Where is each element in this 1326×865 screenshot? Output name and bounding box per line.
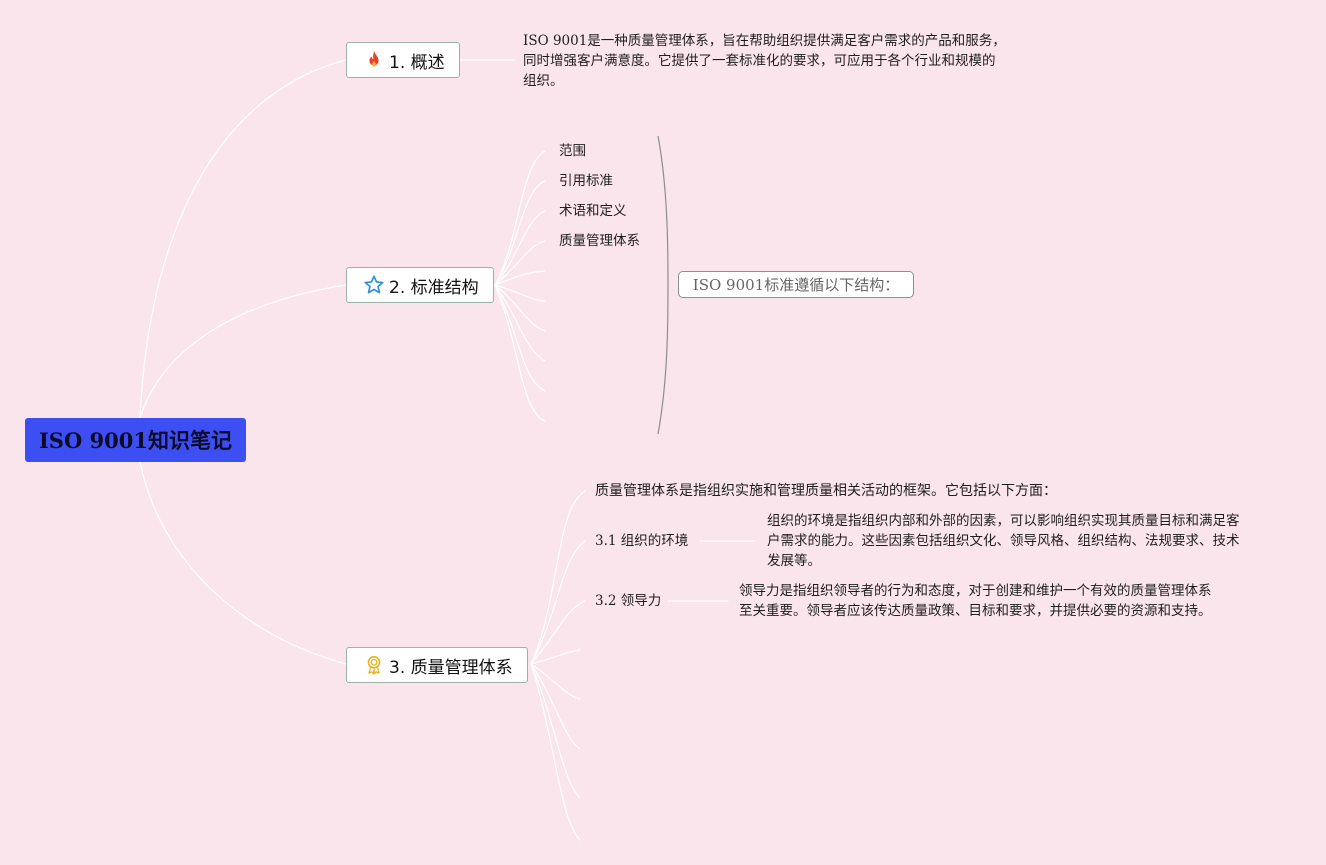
structure-item-scope[interactable]: 范围 [559,143,586,159]
connector-qms-8 [530,663,581,841]
topic-qms[interactable]: 3. 质量管理体系 [346,647,528,683]
connector-structure-9 [494,284,546,392]
qms-subtopic-environment-detail[interactable]: 组织的环境是指组织内部和外部的因素，可以影响组织实现其质量目标和满足客 户需求的… [767,511,1240,571]
star-icon [363,274,385,296]
connector-structure-2 [494,180,546,286]
qms-subtopic-leadership-detail[interactable]: 领导力是指组织领导者的行为和态度，对于创建和维护一个有效的质量管理体系 至关重要… [739,581,1212,621]
structure-item-terms[interactable]: 术语和定义 [559,203,627,219]
detail-line: 领导力是指组织领导者的行为和态度，对于创建和维护一个有效的质量管理体系 [739,583,1212,599]
topic-qms-label: 3. 质量管理体系 [389,657,513,678]
topic-structure-label: 2. 标准结构 [389,277,479,298]
qms-subtopic-environment-label: 3.1 组织的环境 [595,533,689,549]
topic-overview-label: 1. 概述 [389,52,445,73]
structure-item-references[interactable]: 引用标准 [559,173,613,189]
connector-structure-10 [494,284,546,422]
topic-overview[interactable]: 1. 概述 [346,42,460,78]
connector-qms-4 [530,649,581,665]
fire-icon [363,49,385,71]
detail-line: 户需求的能力。这些因素包括组织文化、领导风格、组织结构、法规要求、技术 [767,533,1240,549]
summary-bracket [657,135,669,435]
award-ribbon-icon [363,654,385,676]
structure-summary-label: ISO 9001标准遵循以下结构： [692,276,900,294]
connector-qms-7 [530,663,581,799]
connector-structure-3 [494,210,546,286]
overview-line: 组织。 [523,73,564,89]
connector-root-structure [139,284,347,419]
detail-line: 发展等。 [767,553,821,569]
connector-root-qms [139,461,347,665]
connector-qms-6 [530,663,581,750]
overview-text[interactable]: ISO 9001是一种质量管理体系，旨在帮助组织提供满足客户需求的产品和服务， … [523,31,1006,91]
connector-structure-5 [494,270,546,286]
qms-subtopic-leadership-label: 3.2 领导力 [595,593,662,609]
connector-structure-1 [494,150,546,286]
structure-item-qms[interactable]: 质量管理体系 [559,233,640,249]
structure-summary[interactable]: ISO 9001标准遵循以下结构： [678,271,914,298]
root-topic-label: ISO 9001知识笔记 [38,428,233,453]
connector-qms-3 [530,600,586,665]
overview-line: 同时增强客户满意度。它提供了一套标准化的要求，可应用于各个行业和规模的 [523,53,996,69]
connector-structure-4 [494,240,546,286]
connector-qms-5 [530,663,581,700]
qms-subtopic-environment[interactable]: 3.1 组织的环境 [595,531,688,551]
root-topic[interactable]: ISO 9001知识笔记 [25,418,246,462]
qms-intro[interactable]: 质量管理体系是指组织实施和管理质量相关活动的框架。它包括以下方面： [595,483,1057,499]
overview-line: ISO 9001是一种质量管理体系，旨在帮助组织提供满足客户需求的产品和服务， [523,33,1006,49]
detail-line: 组织的环境是指组织内部和外部的因素，可以影响组织实现其质量目标和满足客 [767,513,1240,529]
qms-subtopic-leadership[interactable]: 3.2 领导力 [595,591,661,611]
connector-structure-7 [494,284,546,332]
connector-structure-6 [494,284,546,302]
topic-structure[interactable]: 2. 标准结构 [346,267,494,303]
connector-qms-1 [530,490,586,665]
connector-qms-2 [530,540,586,665]
connector-root-overview [139,59,347,419]
detail-line: 至关重要。领导者应该传达质量政策、目标和要求，并提供必要的资源和支持。 [739,603,1212,619]
connector-structure-8 [494,284,546,362]
